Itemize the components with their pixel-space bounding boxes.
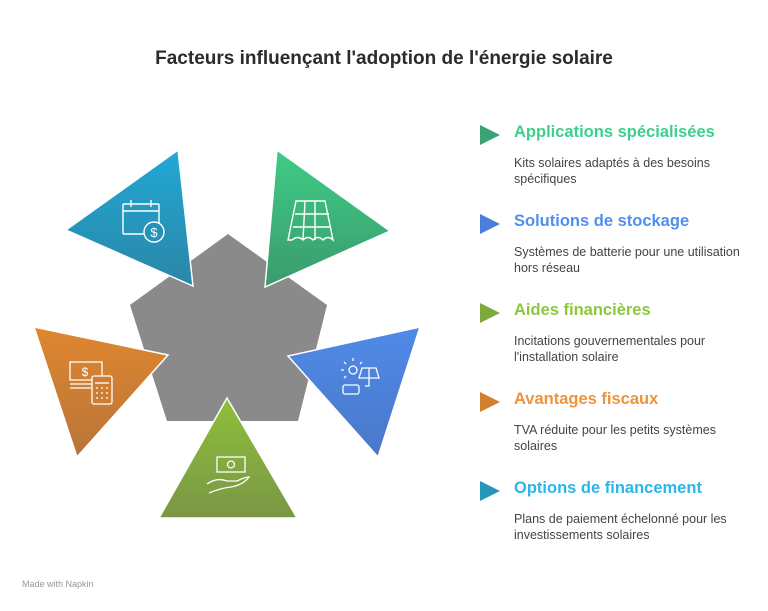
triangle-options-de-financement <box>64 148 194 288</box>
svg-text:$: $ <box>150 225 158 240</box>
cash-calculator-icon: $ <box>69 361 113 405</box>
triangle-bullet-icon <box>480 125 500 145</box>
solar-roof-tiles-icon <box>287 200 335 243</box>
item-description: Systèmes de batterie pour une utilisatio… <box>514 245 740 275</box>
item-description: TVA réduite pour les petits systèmes sol… <box>514 423 716 453</box>
item-heading: Avantages fiscaux <box>514 390 659 408</box>
triangle-bullet-icon <box>480 303 500 323</box>
item-heading: Options de financement <box>514 479 702 497</box>
svg-text:$: $ <box>82 365 89 379</box>
triangle-bullet-icon <box>480 392 500 412</box>
item-description: Plans de paiement échelonné pour les inv… <box>514 512 727 542</box>
item-heading: Applications spécialisées <box>514 123 715 141</box>
calendar-dollar-icon: $ <box>122 200 165 243</box>
triangle-aides-financieres <box>157 396 299 519</box>
money-hand-icon <box>206 456 251 494</box>
item-description: Incitations gouvernementales pour l'inst… <box>514 334 706 364</box>
triangle-applications-specialisees <box>264 148 392 289</box>
triangle-bullet-icon <box>480 214 500 234</box>
item-heading: Solutions de stockage <box>514 212 690 230</box>
item-heading: Aides financières <box>514 301 651 319</box>
solar-panel-battery-icon <box>341 358 380 395</box>
triangle-solutions-de-stockage <box>286 325 422 459</box>
triangle-bullet-icon <box>480 481 500 501</box>
made-with-napkin-footer: Made with Napkin <box>22 579 94 589</box>
page-title: Facteurs influençant l'adoption de l'éne… <box>155 48 613 69</box>
item-description: Kits solaires adaptés à des besoins spéc… <box>514 156 710 186</box>
